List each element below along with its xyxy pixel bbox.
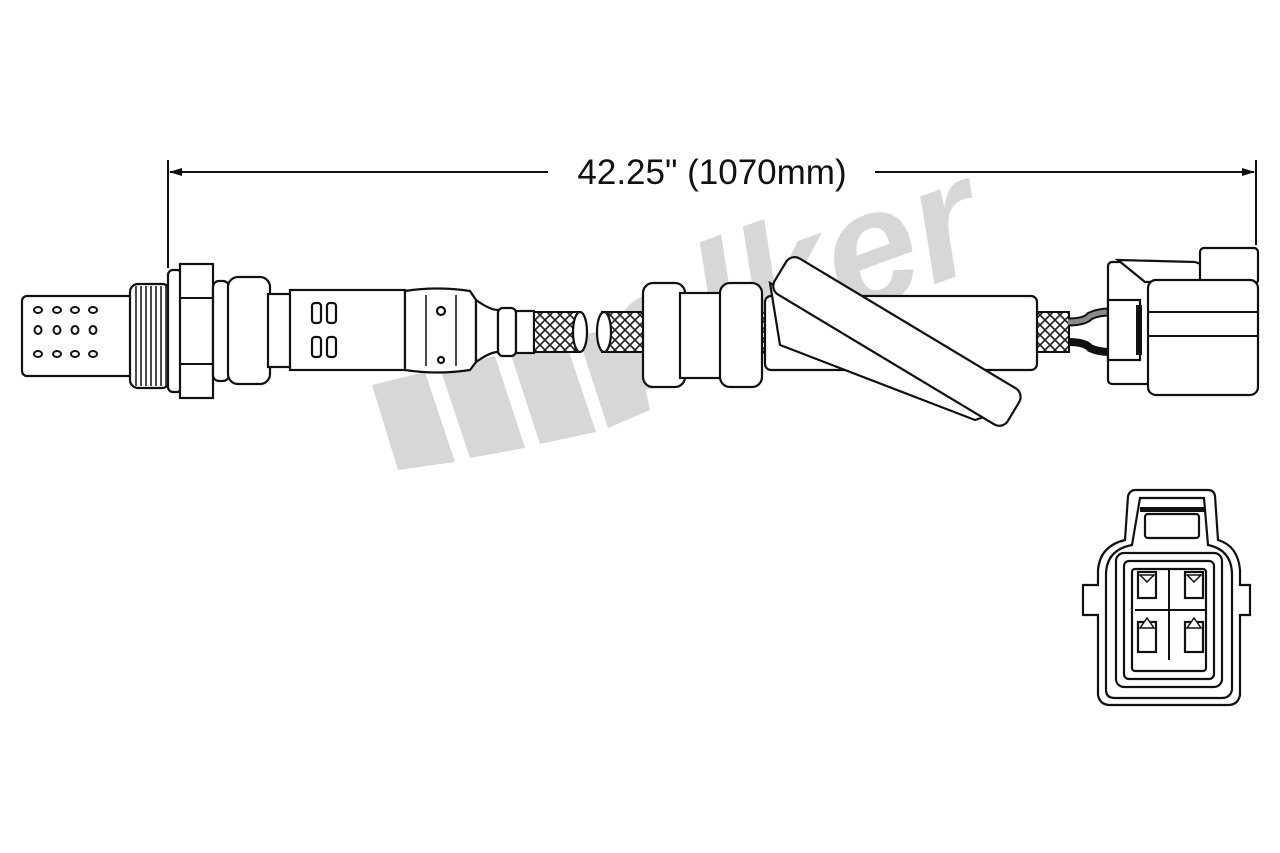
connector-face-view <box>1081 488 1252 707</box>
sensor-body <box>20 262 536 400</box>
arrow-right-icon <box>1242 168 1255 176</box>
connector-side-view <box>1106 246 1260 397</box>
mounting-clip <box>763 256 1039 427</box>
hex-nut <box>178 262 215 400</box>
connector-wires <box>1067 307 1111 356</box>
connector-pins <box>1135 570 1205 660</box>
thread-lines <box>135 286 167 386</box>
shield-holes <box>33 306 98 358</box>
arrow-left-icon <box>169 168 182 176</box>
dimension-label: 42.25" (1070mm) <box>577 153 846 192</box>
sleeve-slots <box>310 301 338 359</box>
cable-grommet <box>641 281 764 389</box>
overall-length-dimension: 42.25" (1070mm) <box>167 153 1257 268</box>
